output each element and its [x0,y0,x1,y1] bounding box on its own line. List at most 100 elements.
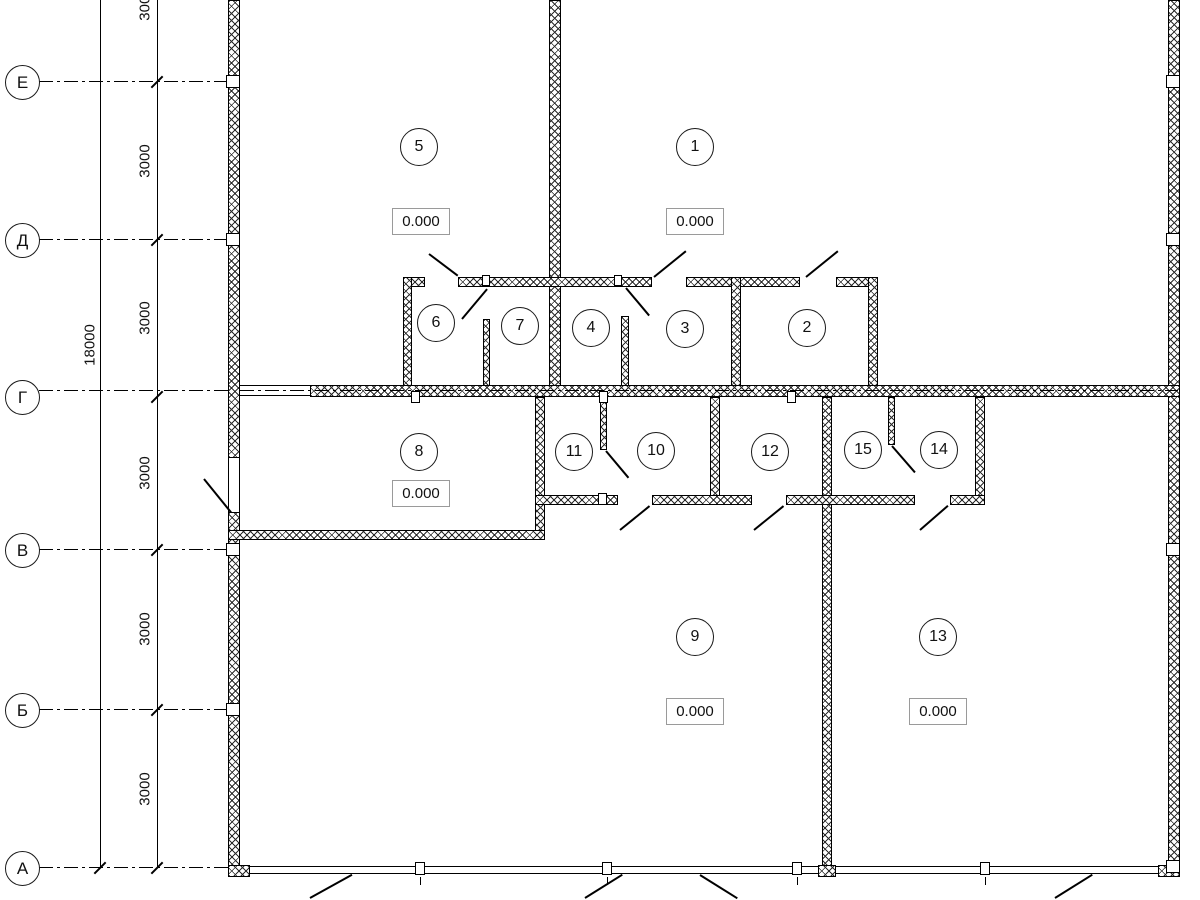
elevation-label-room5: 0.000 [392,208,450,235]
window-mullion-marker [415,862,425,875]
wall-right [1168,0,1180,877]
wall-marker [226,75,240,88]
room-number: 5 [414,138,424,155]
axis-circle-b: Б [5,693,40,728]
axis-line-b [39,709,237,710]
wall-marker [226,543,240,556]
window-line [836,866,1158,867]
wall-band2-left [535,397,545,540]
door-leaf-11-10 [605,450,630,479]
door-leaf-bottom-4 [1054,873,1093,899]
room-number: 7 [515,317,525,334]
wall-marker [226,703,240,716]
window-line [250,866,818,867]
marker-tick [797,877,798,885]
opening-line [240,395,310,396]
wall-bottom-pier [818,865,836,877]
wall-divider-9-13 [822,397,832,877]
room-number: 13 [929,628,947,645]
wall-partition-15-14 [888,397,895,445]
wall-partition-2-right [868,277,878,397]
axis-label: А [16,858,29,878]
dimension-label: 3000 [136,612,154,646]
wall-marker [787,391,796,403]
wall-divider-5-1 [549,0,561,397]
wall-band2-bottom [950,495,985,505]
door-leaf-room12 [753,505,785,531]
axis-line-e [39,81,237,82]
axis-line-v [39,549,237,550]
room-number: 10 [647,442,665,459]
elevation-label-room8: 0.000 [392,480,450,507]
wall-axis-g [310,385,1180,397]
room-circle-2: 2 [788,309,826,347]
door-leaf-room14 [919,504,949,531]
window-line [836,873,1158,874]
dimension-label: 3000 [136,456,154,490]
room-circle-1: 1 [676,128,714,166]
opening-line [228,458,229,512]
room-number: 15 [854,441,872,458]
room-number: 8 [414,443,424,460]
room-circle-12: 12 [751,433,789,471]
door-leaf-room2 [805,250,839,278]
elevation-value: 0.000 [676,703,714,720]
room-circle-15: 15 [844,431,882,469]
wall-band2-bottom [652,495,752,505]
room-circle-4: 4 [572,309,610,347]
dimension-label-total: 18000 [81,324,99,366]
axis-line-g-inner [240,390,1178,391]
axis-circle-a: А [5,851,40,886]
axis-line-g [39,390,237,391]
window-mullion-marker [792,862,802,875]
wall-left-upper [228,0,240,458]
axis-line-a [39,867,237,868]
elevation-value: 0.000 [402,213,440,230]
window-mullion-marker [980,862,990,875]
wall-marker [598,493,607,505]
elevation-value: 0.000 [919,703,957,720]
door-leaf-4-3 [625,287,650,317]
axis-circle-d: Д [5,223,40,258]
room-circle-6: 6 [417,304,455,342]
wall-bottom-pier [228,865,250,877]
door-leaf-bottom-1 [309,873,353,899]
room-circle-10: 10 [637,432,675,470]
wall-marker [614,275,622,286]
wall-marker [1166,233,1180,246]
axis-circle-e: Е [5,65,40,100]
wall-band-top [458,277,652,287]
wall-left-lower [228,512,240,877]
opening-line [240,385,310,386]
axis-label: В [16,540,29,560]
wall-marker [1166,543,1180,556]
room-circle-14: 14 [920,431,958,469]
door-leaf-bottom-2 [584,873,623,899]
axis-line-d [39,239,237,240]
wall-band2-bottom [535,495,618,505]
axis-circle-v: В [5,533,40,568]
wall-band2-bottom [786,495,915,505]
room-number: 9 [690,628,700,645]
dimension-label: 3000 [136,0,154,21]
wall-partition-3-2 [731,277,741,397]
wall-marker [482,275,490,286]
room-number: 12 [761,443,779,460]
wall-marker [411,391,420,403]
marker-tick [607,877,608,885]
wall-band2-right [975,397,985,505]
room-circle-13: 13 [919,618,957,656]
wall-band-top [686,277,800,287]
room-circle-5: 5 [400,128,438,166]
room-circle-11: 11 [555,433,593,471]
room-number: 2 [802,319,812,336]
axis-label: Г [17,387,28,407]
room-circle-3: 3 [666,310,704,348]
door-leaf-bottom-3 [699,874,738,900]
room-number: 4 [586,319,596,336]
elevation-value: 0.000 [402,485,440,502]
door-leaf-room10 [619,505,651,531]
axis-label: Е [16,72,29,92]
axis-label: Б [16,700,29,720]
